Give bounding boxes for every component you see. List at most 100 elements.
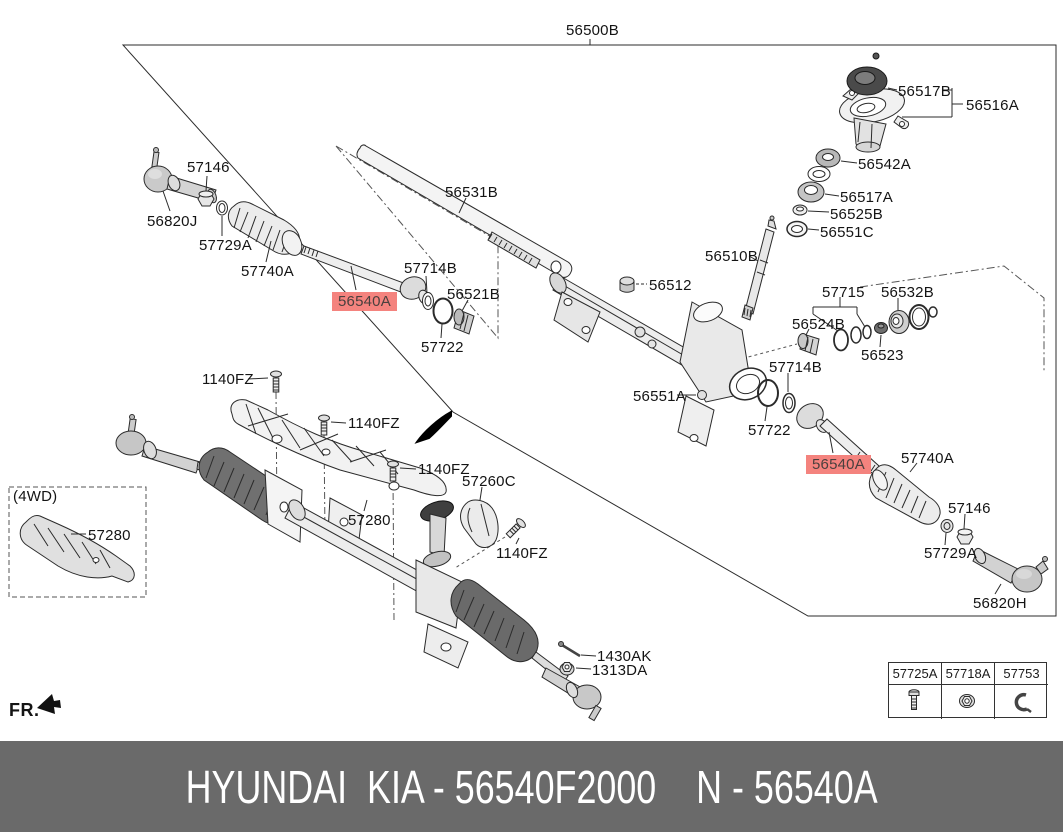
fr-arrow-icon [37, 694, 61, 714]
reference-table: 57725A 57718A 57753 [888, 662, 1048, 719]
callout-56500B: 56500B [566, 22, 619, 39]
part-ring-outer [908, 304, 930, 330]
callout-56512: 56512 [649, 277, 692, 294]
callout-4wd: (4WD) [13, 488, 58, 505]
callout-region-left [335, 145, 499, 340]
part-stack-rings [786, 148, 841, 238]
diagram-boundary [121, 44, 1057, 617]
callout-56540A-left-highlighted: 56540A [332, 292, 397, 311]
part-washer-57714B-right [782, 392, 796, 414]
part-gear-housing-assembly [549, 260, 768, 447]
callout-57722-right: 57722 [748, 422, 791, 439]
nut-1313DA [559, 662, 575, 676]
pin-1430AK [558, 641, 581, 658]
callout-57740A-right: 57740A [901, 450, 954, 467]
callout-56531B: 56531B [445, 184, 498, 201]
bolt4-leader [454, 536, 506, 569]
footer-banner-text: HYUNDAI KIA - 56540F2000 N - 56540A [185, 760, 878, 813]
table-header-57753: 57753 [995, 663, 1048, 685]
callout-57722-left: 57722 [421, 339, 464, 356]
callout-56517B: 56517B [898, 83, 951, 100]
flange-nut-icon [959, 694, 975, 708]
callout-56542A: 56542A [858, 156, 911, 173]
callout-57146-right: 57146 [948, 500, 991, 517]
part-plug-56551A [697, 390, 707, 400]
part-ring-large [833, 328, 849, 352]
assembled-steering-gear [115, 414, 602, 722]
bolt-1140FZ-3 [387, 460, 399, 482]
callout-57729A-left: 57729A [199, 237, 252, 254]
callout-56516A: 56516A [966, 97, 1019, 114]
footer-banner: HYUNDAI KIA - 56540F2000 N - 56540A [0, 741, 1063, 832]
callout-56523: 56523 [861, 347, 904, 364]
callout-57714B-right: 57714B [769, 359, 822, 376]
part-nut-57146-right [956, 528, 974, 545]
callout-57260C: 57260C [462, 473, 516, 490]
part-ring-56517B [846, 52, 888, 96]
callout-56532B: 56532B [881, 284, 934, 301]
part-bearing-56532B [888, 310, 910, 334]
callout-1430AK: 1430AK [597, 648, 652, 665]
variant-4wd-box [8, 486, 147, 598]
table-header-57718A: 57718A [942, 663, 995, 685]
callout-1140FZ-4: 1140FZ [496, 545, 548, 562]
callout-56525B: 56525B [830, 206, 883, 223]
part-washer [807, 166, 831, 182]
part-bellows-57740A-left [227, 201, 303, 256]
table-header-57725A: 57725A [889, 663, 942, 685]
callout-57715: 57715 [822, 284, 865, 301]
part-rack-bar-56531B [356, 144, 573, 278]
callout-1140FZ-3: 1140FZ [418, 461, 470, 478]
callout-56820J: 56820J [147, 213, 198, 230]
direction-arrow [414, 410, 452, 444]
part-oring-57722-left [432, 297, 454, 325]
callout-57280-4wd: 57280 [88, 527, 131, 544]
callout-57740A-left: 57740A [241, 263, 294, 280]
part-nut-57146-left [197, 190, 215, 207]
part-bushing-56521B [453, 308, 475, 335]
bolt-1140FZ-4 [505, 518, 526, 539]
callout-1313DA: 1313DA [592, 662, 648, 679]
callout-57280: 57280 [348, 512, 391, 529]
part-pinion-shaft-56510B [741, 215, 777, 321]
part-heat-shield-57280-4wd [19, 515, 135, 583]
callout-56551C: 56551C [820, 224, 874, 241]
part-pin [872, 52, 880, 60]
table-cell-nut [942, 685, 995, 719]
callout-56540A-right-highlighted: 56540A [806, 455, 871, 474]
callout-57146-left: 57146 [187, 159, 230, 176]
callout-56517A: 56517A [840, 189, 893, 206]
table-cell-bolt [889, 685, 942, 719]
part-bushing-56512 [619, 276, 635, 293]
part-oring-57722-right [757, 379, 779, 407]
part-washer-57714B-left [422, 292, 434, 310]
callout-57729A-right: 57729A [924, 545, 977, 562]
clip-icon [1014, 692, 1032, 713]
part-ring-tiny [928, 306, 938, 318]
callout-region-right [859, 265, 1045, 372]
leader-lines [71, 87, 1002, 670]
part-ring-57715-b [862, 324, 872, 340]
fr-label: FR. [9, 700, 40, 720]
part-bellows-57740A-right [868, 464, 941, 525]
part-ring-57715-a [850, 326, 862, 344]
callout-56510B: 56510B [705, 248, 758, 265]
part-heat-shield-57260C [460, 499, 499, 548]
callout-1140FZ-2: 1140FZ [348, 415, 400, 432]
part-bushing-56523 [874, 322, 888, 334]
part-mount-56516A [839, 87, 909, 153]
bolt-icon [908, 689, 920, 710]
callout-56521B: 56521B [447, 286, 500, 303]
bolt-1140FZ-1 [270, 370, 282, 393]
callout-56524B: 56524B [792, 316, 845, 333]
part-tie-rod-end-56820H [972, 547, 1049, 593]
part-bushing-56524B [797, 333, 820, 356]
callout-57714B-left: 57714B [404, 260, 457, 277]
callout-56820H: 56820H [973, 595, 1027, 612]
housing-cluster-leader [736, 343, 798, 361]
table-cell-clip [995, 685, 1048, 719]
bolt-1140FZ-2 [318, 414, 330, 436]
callout-1140FZ-1: 1140FZ [202, 371, 254, 388]
